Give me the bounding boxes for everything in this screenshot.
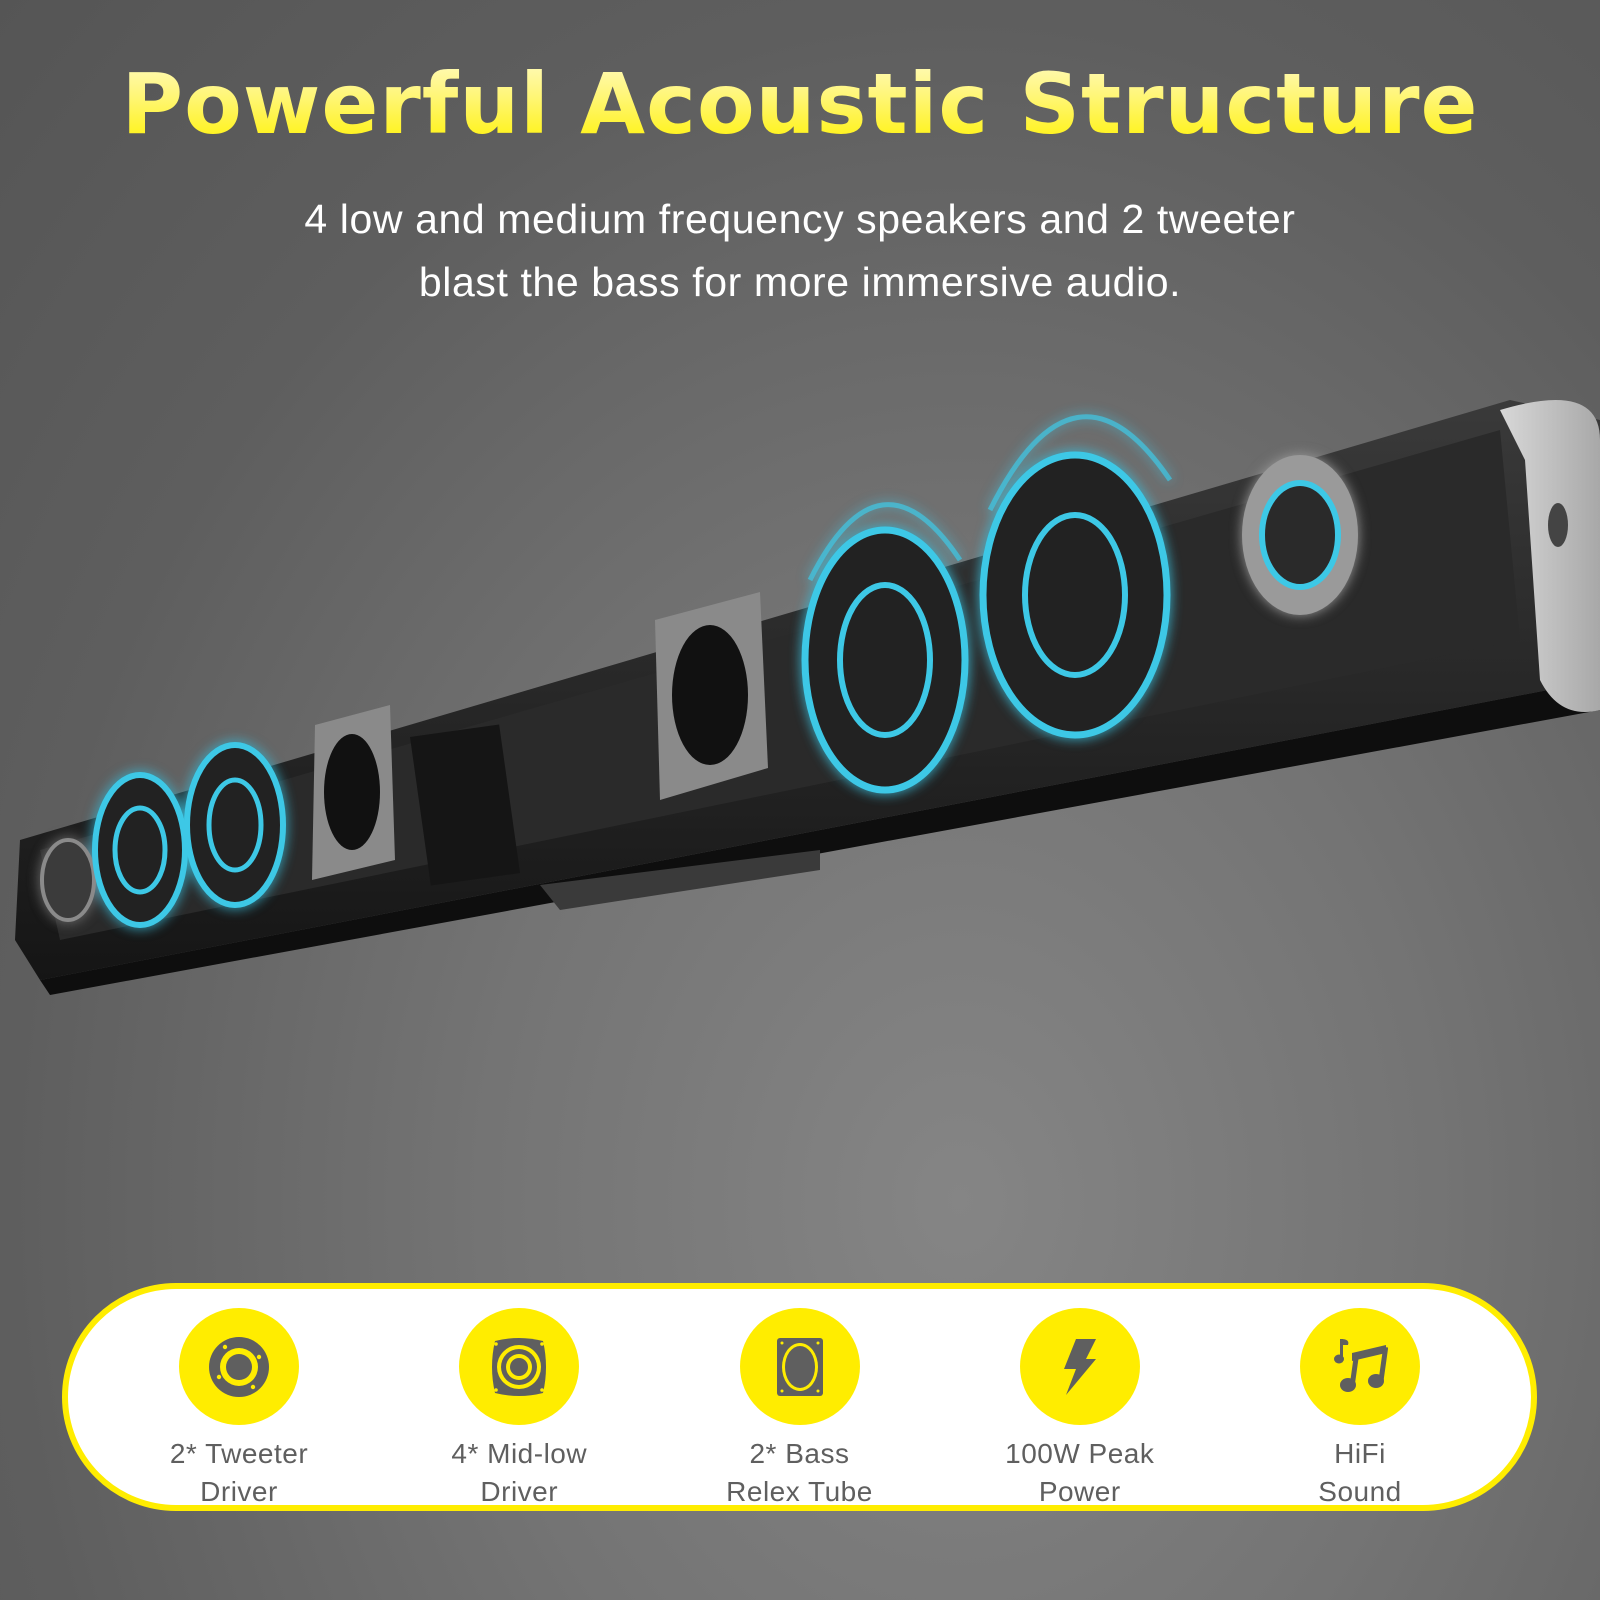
- subtitle-line-1: 4 low and medium frequency speakers and …: [304, 196, 1296, 242]
- tweeter-icon: [179, 1308, 299, 1425]
- feature-bass-tube: 2* Bass Relex Tube: [700, 1283, 900, 1511]
- mid-low-speaker-icon: [459, 1308, 580, 1425]
- features-list: 2* Tweeter Driver 4* Mid-low Driver: [62, 1283, 1537, 1511]
- soundbar-illustration: [15, 400, 1600, 995]
- subtitle: 4 low and medium frequency speakers and …: [0, 188, 1600, 314]
- feature-label-line2: Relex Tube: [726, 1476, 873, 1507]
- feature-label-line1: HiFi: [1334, 1438, 1386, 1469]
- page-title: Powerful Acoustic Structure: [0, 58, 1600, 151]
- feature-label-line1: 100W Peak: [1005, 1438, 1155, 1469]
- bass-tube-left: [312, 705, 395, 880]
- feature-label-line1: 2* Bass: [749, 1438, 850, 1469]
- bass-tube-right: [655, 592, 768, 800]
- music-note-icon: [1300, 1308, 1420, 1425]
- feature-label-line2: Sound: [1318, 1476, 1402, 1507]
- feature-peak-power: 100W Peak Power: [980, 1283, 1180, 1511]
- feature-label-line1: 4* Mid-low: [451, 1438, 588, 1469]
- lightning-icon: [1019, 1308, 1140, 1425]
- feature-hifi-sound: HiFi Sound: [1260, 1283, 1460, 1511]
- feature-mid-low-driver: 4* Mid-low Driver: [419, 1283, 619, 1511]
- feature-label-line2: Driver: [480, 1476, 559, 1507]
- feature-label-line2: Driver: [200, 1476, 278, 1507]
- feature-label-line2: Power: [1038, 1476, 1121, 1507]
- subtitle-line-2: blast the bass for more immersive audio.: [418, 259, 1182, 305]
- feature-label-line1: 2* Tweeter: [169, 1438, 309, 1469]
- feature-tweeter: 2* Tweeter Driver: [139, 1283, 339, 1511]
- bass-tube-icon: [739, 1308, 860, 1425]
